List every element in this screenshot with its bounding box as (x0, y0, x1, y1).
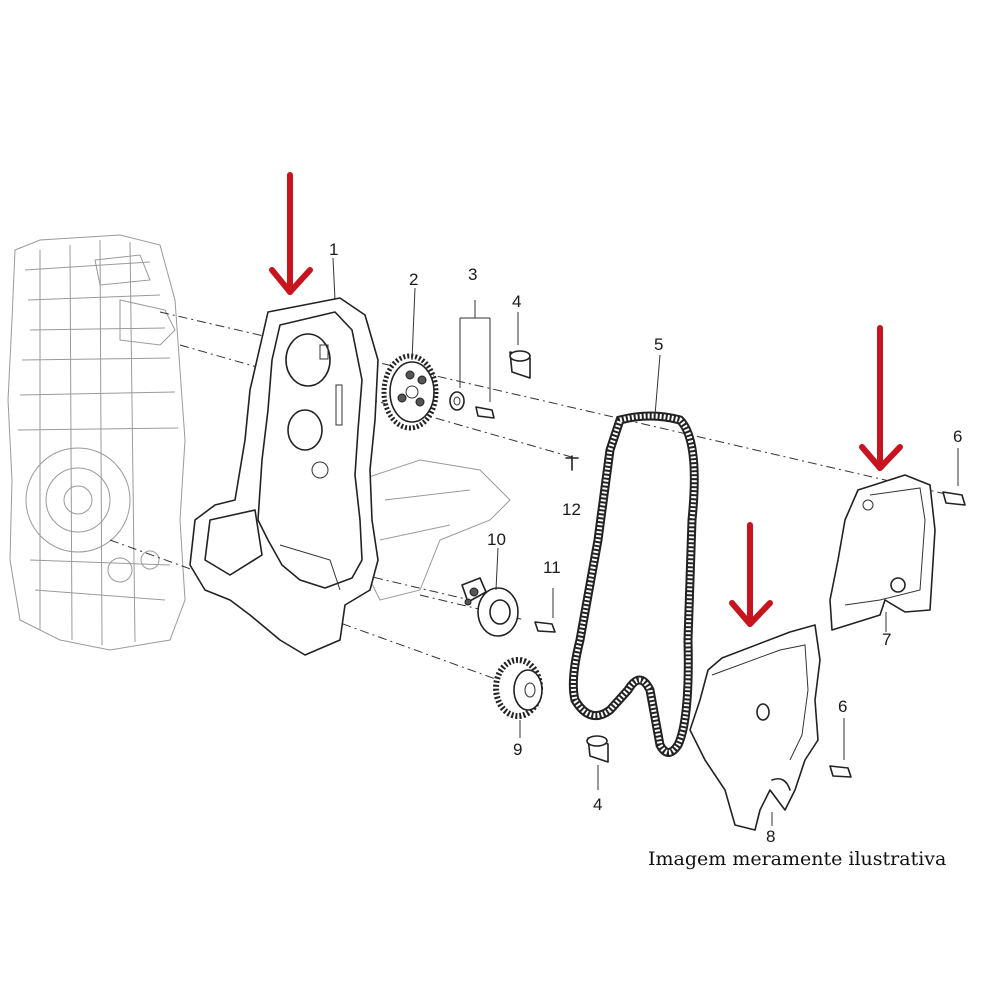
label-part-4-bottom: 4 (593, 795, 602, 814)
label-part-2: 2 (409, 270, 418, 289)
label-part-4-top: 4 (512, 292, 521, 311)
label-part-11: 11 (543, 558, 561, 577)
lower-front-cover (689, 624, 821, 831)
red-arrow-upper-cover (859, 325, 903, 471)
crankshaft-gear (493, 657, 543, 719)
cover-bolt-top (942, 448, 966, 506)
bushing-bottom (586, 735, 609, 763)
belt-tensioner (461, 577, 519, 637)
gear-washer-bolt (449, 300, 495, 419)
red-arrow-rear-cover (269, 172, 313, 295)
small-pin (565, 455, 579, 471)
label-part-6-bottom: 6 (838, 697, 847, 716)
label-part-7: 7 (882, 630, 891, 649)
part-labels: 1 2 3 4 5 6 12 10 11 7 6 9 4 8 (329, 240, 962, 846)
engine-block-ghost (7, 234, 511, 651)
illustration-disclaimer: Imagem meramente ilustrativa (648, 848, 947, 870)
label-part-3: 3 (468, 265, 477, 284)
label-part-9: 9 (513, 740, 522, 759)
cover-bolt-bottom (829, 718, 852, 778)
label-part-1: 1 (329, 240, 338, 259)
tensioner-bolt (534, 588, 556, 633)
timing-belt (568, 411, 699, 757)
leader-lines (332, 257, 661, 790)
label-part-8: 8 (766, 827, 775, 846)
label-part-10: 10 (487, 530, 506, 549)
label-part-12: 12 (562, 500, 581, 519)
label-part-6-top: 6 (953, 427, 962, 446)
rear-timing-cover (189, 297, 379, 656)
bushing-top (509, 312, 531, 379)
label-part-5: 5 (654, 335, 663, 354)
camshaft-gear (381, 353, 439, 431)
red-arrow-lower-cover (729, 522, 773, 627)
upper-front-cover (829, 474, 936, 632)
